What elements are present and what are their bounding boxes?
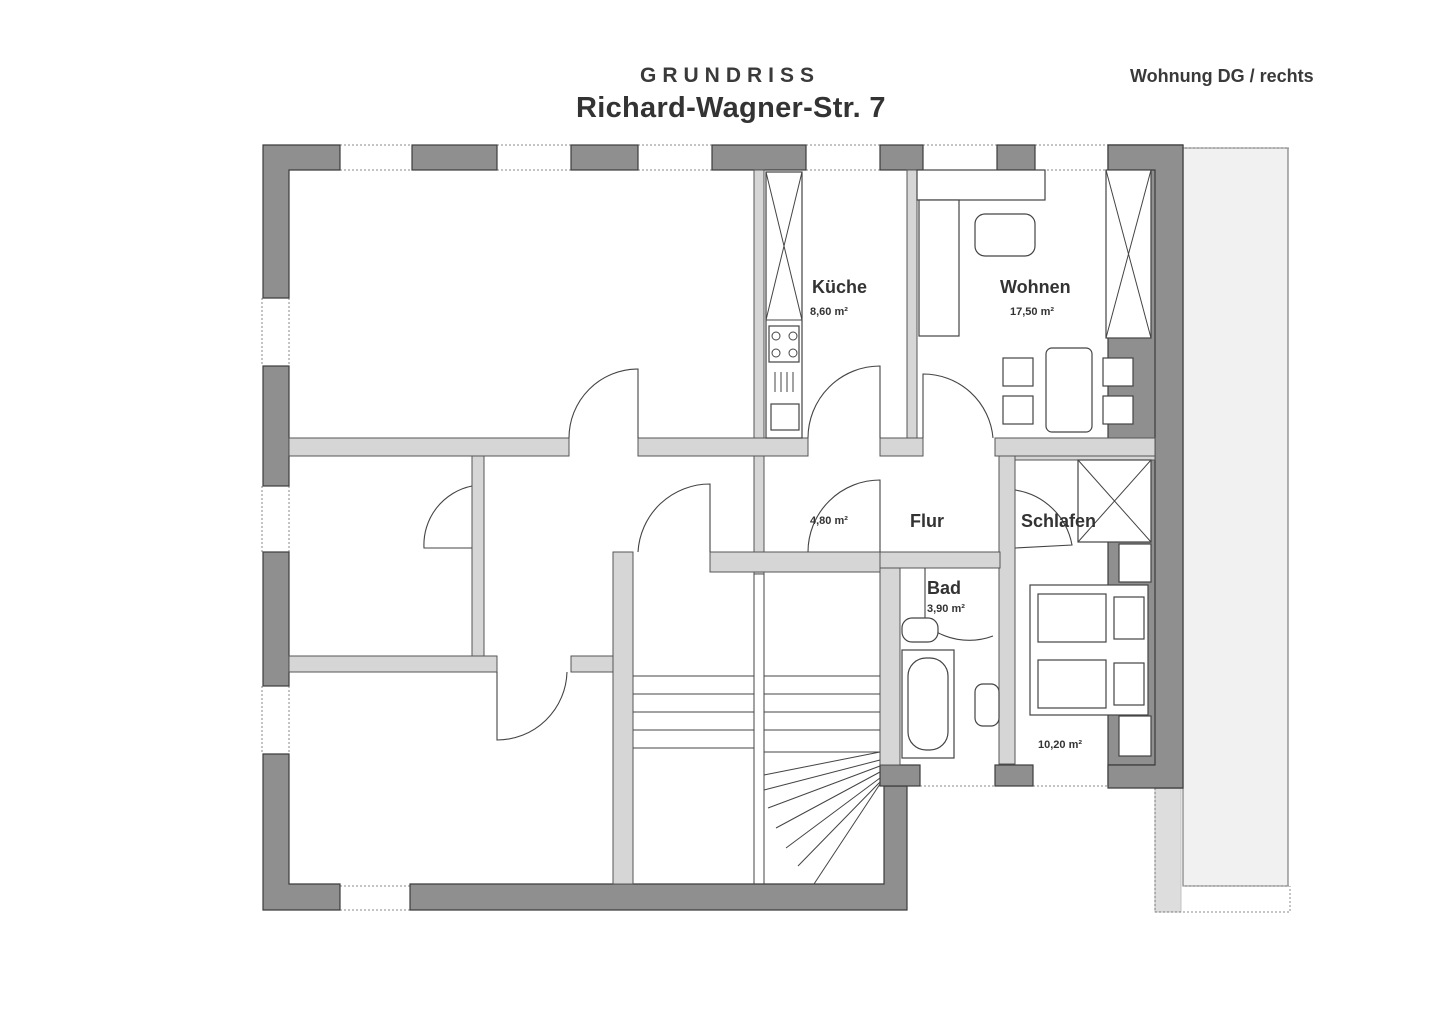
address-title: Richard-Wagner-Str. 7 bbox=[576, 92, 886, 124]
unit-label: Wohnung DG / rechts bbox=[1130, 66, 1314, 86]
window-lines bbox=[261, 144, 1108, 911]
room-name-kueche: Küche bbox=[812, 277, 867, 297]
room-area-flur: 4,80 m² bbox=[810, 515, 848, 527]
staircase bbox=[633, 574, 881, 885]
room-name-bad: Bad bbox=[927, 578, 961, 598]
terrace bbox=[1154, 147, 1291, 913]
room-area-kueche: 8,60 m² bbox=[810, 306, 848, 318]
room-area-wohnen: 17,50 m² bbox=[1010, 306, 1054, 318]
room-area-schlafen: 10,20 m² bbox=[1038, 739, 1082, 751]
room-name-schlafen: Schlafen bbox=[1021, 511, 1096, 531]
bedroom-furniture bbox=[1029, 459, 1152, 757]
room-area-bad: 3,90 m² bbox=[927, 603, 965, 615]
doors bbox=[423, 365, 1073, 741]
bathroom-fixtures bbox=[901, 617, 1000, 759]
interior-walls bbox=[288, 169, 1156, 885]
room-name-flur: Flur bbox=[910, 511, 944, 531]
plan-label: GRUNDRISS bbox=[640, 64, 821, 87]
room-labels: Küche 8,60 m² Wohnen 17,50 m² 4,80 m² Fl… bbox=[810, 277, 1096, 751]
room-name-wohnen: Wohnen bbox=[1000, 277, 1071, 297]
kitchen-furniture bbox=[765, 171, 803, 439]
living-furniture bbox=[916, 169, 1152, 433]
